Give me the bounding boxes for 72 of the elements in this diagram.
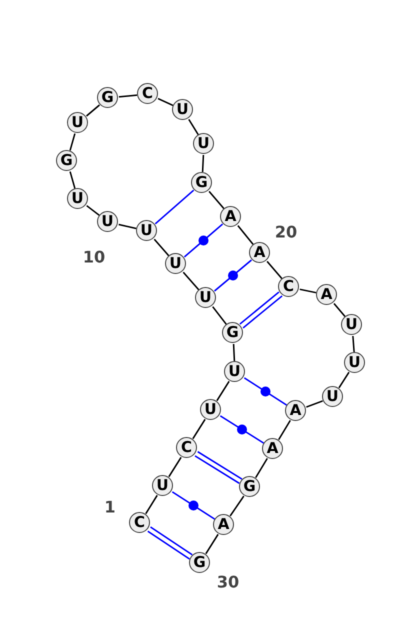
backbone-line	[237, 225, 254, 245]
backbone-line	[300, 288, 316, 294]
backbone-line	[232, 344, 236, 362]
position-number: 10	[82, 248, 106, 266]
backbone-line	[338, 372, 350, 388]
nucleotide-circle: U	[193, 133, 214, 154]
nucleotide-circle: U	[172, 99, 193, 120]
nucleotide-circle: U	[200, 399, 221, 420]
backbone-line	[205, 534, 219, 554]
backbone-line	[86, 104, 100, 117]
backbone-line	[188, 119, 199, 135]
backbone-line	[118, 94, 138, 98]
nucleotide-circle: U	[67, 188, 88, 209]
nucleotide-circle: G	[239, 476, 260, 497]
nucleotide-circle: U	[136, 220, 157, 241]
nucleotide-circle: U	[67, 112, 88, 133]
backbone-line	[86, 205, 100, 216]
nucleotide-circle: U	[341, 314, 362, 335]
backbone-line	[182, 272, 200, 290]
backbone-line	[69, 133, 76, 151]
base-pair-line	[194, 450, 243, 484]
backbone-line	[230, 496, 244, 516]
base-pair-line	[239, 291, 283, 329]
backbone-line	[352, 336, 355, 352]
backbone-line	[208, 190, 224, 210]
nucleotide-circle: U	[152, 475, 173, 496]
base-pair-line	[154, 190, 194, 224]
nucleotide-circle: U	[322, 386, 343, 407]
nucleotide-circle: C	[278, 276, 299, 297]
backbone-line	[192, 418, 206, 440]
backbone-line	[212, 306, 227, 325]
base-pair-line	[214, 259, 252, 292]
backbone-line	[266, 260, 282, 280]
nucleotide-circle: U	[195, 287, 216, 308]
nucleotide-circle: G	[189, 552, 210, 573]
base-pair-line	[220, 415, 264, 444]
backbone-line	[168, 456, 182, 478]
nucleotide-circle: C	[137, 83, 158, 104]
nucleotide-circle: G	[97, 87, 118, 108]
base-pair-line	[184, 224, 224, 258]
position-number: 30	[216, 572, 240, 592]
nucleotide-circle: U	[224, 361, 245, 382]
nucleotide-circle: G	[191, 172, 212, 193]
nucleotide-circle: A	[220, 206, 241, 227]
backbone-line	[69, 171, 76, 189]
backbone-line	[306, 400, 323, 408]
backbone-line	[202, 154, 204, 172]
backbone-line	[255, 458, 268, 478]
backbone-line	[158, 98, 174, 106]
nucleotide-circle: A	[262, 438, 283, 459]
backbone-line	[154, 238, 170, 256]
backbone-line	[145, 494, 158, 514]
nucleotide-circle: C	[176, 437, 197, 458]
backbone-line	[118, 224, 136, 230]
nucleotide-circle: A	[213, 514, 234, 535]
base-pair-line	[172, 491, 216, 520]
base-pair-line	[147, 526, 193, 560]
nucleotide-circle: A	[285, 400, 306, 421]
backbone-line	[216, 380, 230, 402]
nucleotide-circle: G	[222, 322, 243, 343]
nucleotide-circle: U	[97, 211, 118, 232]
position-number: 1	[104, 498, 116, 516]
nucleotide-circle: U	[165, 253, 186, 274]
nucleotide-circle: A	[249, 242, 270, 263]
nucleotide-circle: A	[316, 284, 337, 305]
nucleotide-circle: U	[344, 352, 365, 373]
position-number: 20	[274, 222, 298, 242]
base-pair-line	[244, 377, 288, 406]
backbone-line	[278, 420, 291, 440]
backbone-line	[333, 303, 346, 317]
nucleotide-circle: C	[129, 512, 150, 533]
nucleotide-circle: G	[56, 150, 77, 171]
